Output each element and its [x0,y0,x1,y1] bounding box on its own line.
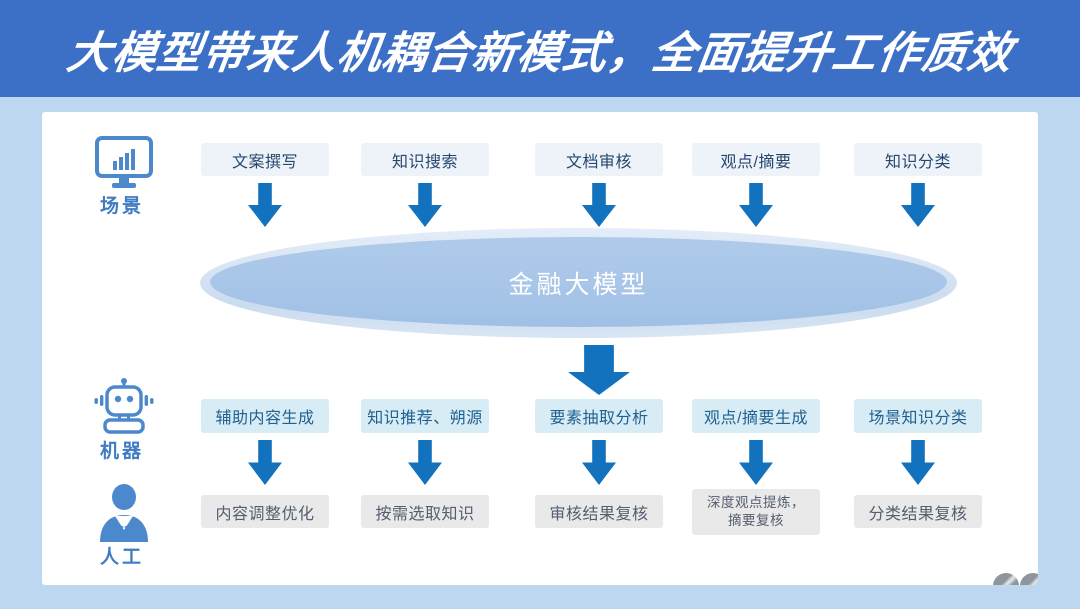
down-arrow-icon [408,440,442,485]
human-box: 审核结果复核 [535,495,663,528]
nav-dot-button[interactable] [1020,573,1038,585]
big-down-arrow-icon [568,345,630,395]
machine-box: 要素抽取分析 [535,399,663,433]
monitor-chart-icon [95,136,153,188]
down-arrow-icon [582,183,616,227]
scene-box: 文档审核 [535,143,663,176]
machine-box: 辅助内容生成 [201,399,329,433]
scene-row-label: 场景 [99,196,144,217]
down-arrow-icon [582,440,616,485]
human-box: 按需选取知识 [361,495,489,528]
down-arrow-icon [248,440,282,485]
human-box: 内容调整优化 [201,495,329,528]
human-row-label: 人工 [99,547,144,568]
robot-icon [94,378,154,434]
scene-box: 知识分类 [854,143,982,176]
down-arrow-icon [248,183,282,227]
diagram-card: 场景 机器 人工 文案撰写 知识搜索 文档审核 [42,112,1038,585]
scene-box: 知识搜索 [361,143,489,176]
scene-box: 观点/摘要 [692,143,820,176]
human-box: 深度观点提炼， 摘要复核 [692,489,820,535]
machine-box: 场景知识分类 [854,399,982,433]
model-label: 金融大模型 [508,272,649,299]
down-arrow-icon [739,440,773,485]
machine-box: 知识推荐、朔源 [361,399,489,433]
person-icon [100,484,148,542]
human-box: 分类结果复核 [854,495,982,528]
model-ellipse: 金融大模型 [200,228,957,338]
title-banner: 大模型带来人机耦合新模式，全面提升工作质效 [0,0,1080,97]
scene-box: 文案撰写 [201,143,329,176]
nav-dot-button[interactable] [993,573,1019,585]
down-arrow-icon [739,183,773,227]
down-arrow-icon [408,183,442,227]
model-ellipse-fill [210,237,947,327]
down-arrow-icon [901,440,935,485]
down-arrow-icon [901,183,935,227]
machine-row-label: 机器 [99,441,144,462]
machine-box: 观点/摘要生成 [692,399,820,433]
slide-title: 大模型带来人机耦合新模式，全面提升工作质效 [63,28,1016,78]
